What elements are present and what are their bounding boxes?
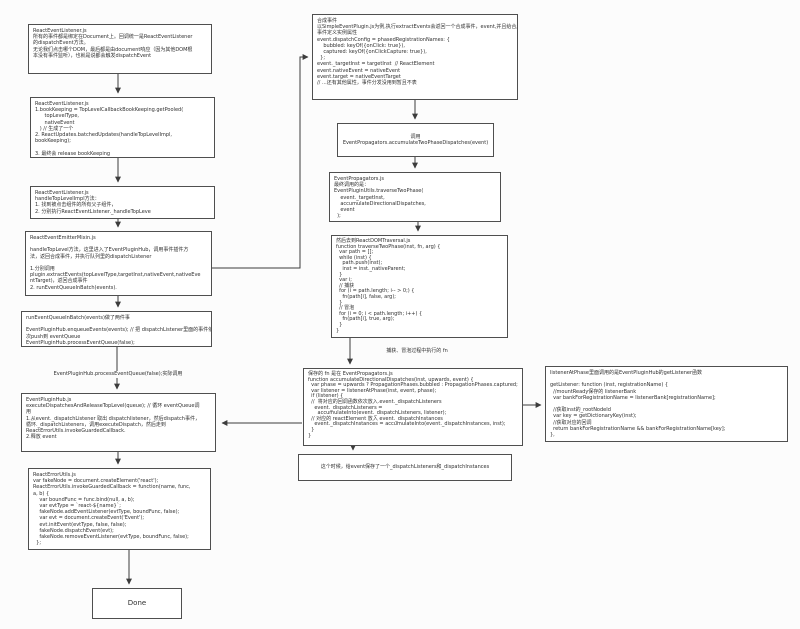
connector-l4-m1 — [212, 54, 309, 269]
node-eventpluginhub: EventPluginHub.js executeDispatchesAndRe… — [21, 393, 216, 452]
node-accumulate-two-phase-call: 调用 EventPropagators.accumulateTwoPhaseDi… — [337, 123, 494, 157]
label-capture-bubble-fn: 捕获、冒泡过程中执行的 fn — [384, 348, 450, 355]
node-accumulate-directional-dispatches: 保存的 fn 是在 EventPropagators.js function a… — [303, 368, 523, 446]
label-processeventqueue-call: EventPluginHub.processEventQueue(false);… — [51, 371, 185, 378]
node-reacteventemittermixin: ReactEventEmitterMixin.js handleTopLevel… — [25, 231, 212, 296]
node-reacteventlistener-overview: ReactEventListener.js 所有的事件都是绑定在Document… — [28, 24, 212, 74]
node-event-saved-listeners: 这个时候，给event保存了一个_dispatchListeners和_disp… — [298, 454, 512, 481]
node-reactdomtraversal: 然后去到ReactDOMTraversal.js function traver… — [331, 235, 508, 338]
node-getlistener: listenerAtPhase里面调用的是EventPluginHub的getL… — [545, 366, 788, 442]
node-eventpropagators: EventPropagators.js 最终调用的是： EventPluginU… — [329, 172, 501, 222]
node-synthetic-event: 合成事件 以SimpleEventPlugin.js为例,执行extractEv… — [312, 14, 518, 100]
node-reacterrorutils: ReactErrorUtils.js var fakeNode = docume… — [28, 468, 211, 550]
node-done: Done — [92, 588, 182, 619]
node-handletoplevelimpl: ReactEventListener.js handleTopLevelImpl… — [30, 186, 215, 219]
node-reacteventlistener-bookkeeping: ReactEventListener.js 1.bookKeeping = To… — [30, 97, 215, 158]
node-runeventqueueinbatch: runEventQueueInBatch(events)做了两件事 EventP… — [21, 311, 212, 347]
